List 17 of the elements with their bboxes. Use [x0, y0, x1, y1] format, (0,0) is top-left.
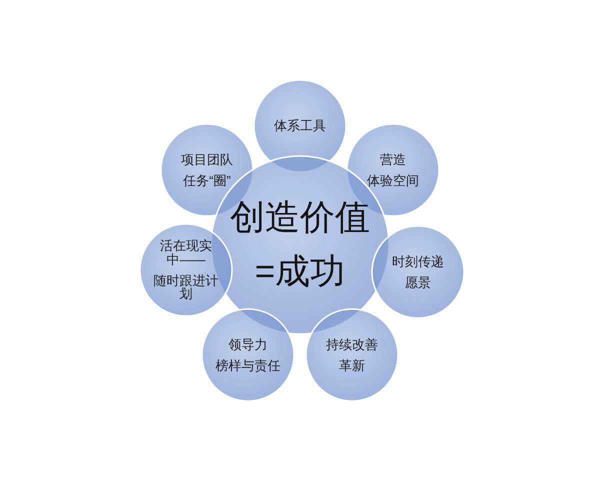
circle-label: 项目团队	[181, 152, 233, 166]
circle-label: 持续改善	[326, 338, 378, 352]
circle-label: 体系工具	[274, 119, 326, 133]
circle-label: 活在现实中——	[158, 239, 213, 266]
circle-label: 随时跟进计划	[152, 274, 220, 301]
circle-label: 创造价值=成功	[229, 196, 371, 293]
circle-node	[201, 308, 295, 402]
circle-label: 革新	[339, 358, 365, 372]
circle-label: 体验空间	[367, 174, 419, 188]
circle-node	[305, 308, 399, 402]
circle-node	[371, 225, 465, 319]
circle-label: 任务“圈”	[183, 174, 231, 188]
circle-label: 营造	[380, 152, 406, 166]
circle-label: 领导力	[228, 338, 268, 352]
circle-label: 愿景	[405, 276, 431, 290]
circle-label: 时刻传递	[392, 254, 444, 268]
circle-label: 榜样与责任	[216, 358, 280, 372]
